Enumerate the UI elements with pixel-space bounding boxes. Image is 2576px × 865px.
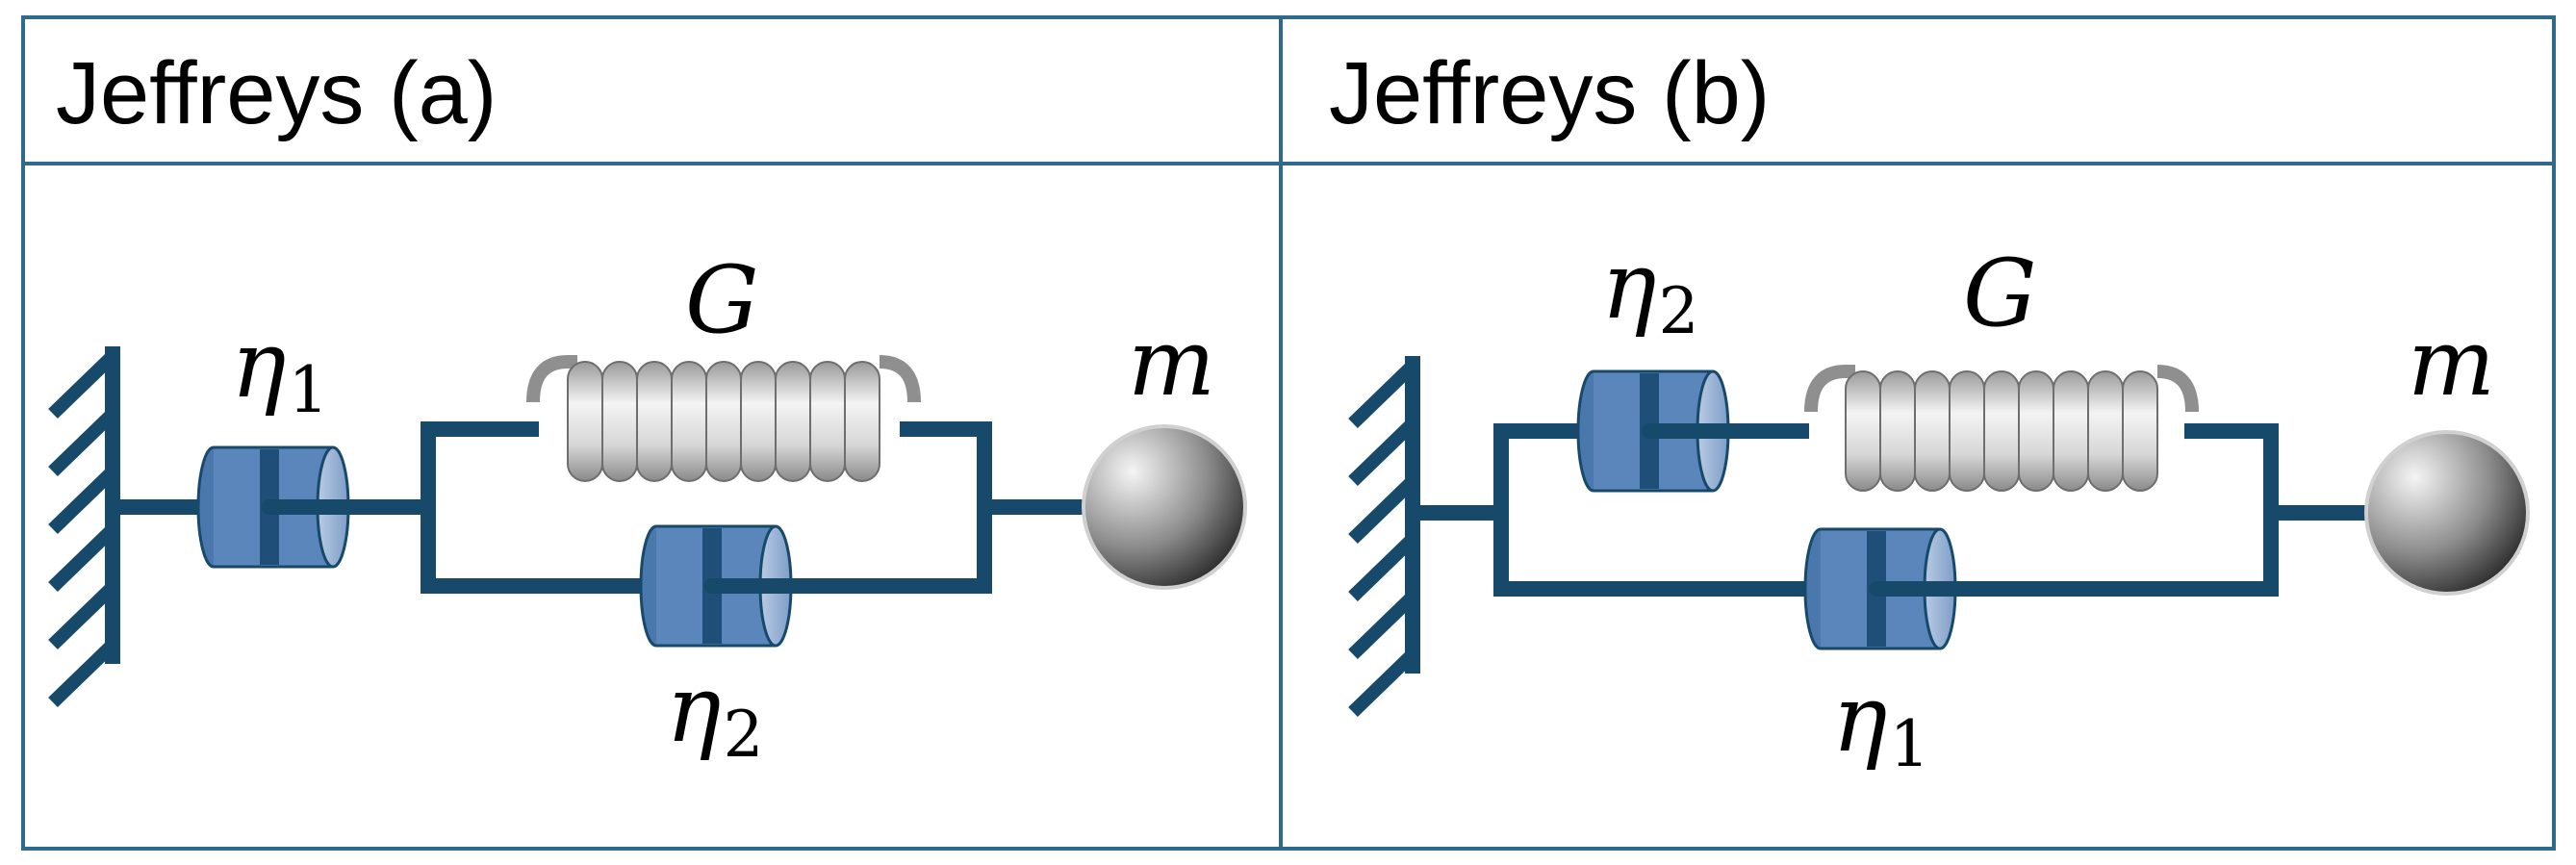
panel-a-label-eta1: η1	[231, 311, 329, 427]
panel-a-label-m: m	[1128, 309, 1215, 417]
panel-b: Jeffreys (b) G m η2 η1	[1329, 44, 2530, 781]
panel-b-damper-eta1	[1803, 527, 1975, 650]
panel-b-label-g: G	[1963, 240, 2037, 347]
panel-a-mass	[1082, 424, 1247, 590]
panel-a-wall	[53, 346, 120, 702]
panel-a-title: Jeffreys (a)	[56, 44, 497, 142]
panel-a-label-g: G	[685, 246, 759, 354]
panel-a: Jeffreys (a) G m η1 η2	[53, 44, 1247, 772]
panel-b-damper-eta2	[1576, 369, 1747, 493]
panel-b-label-m: m	[2408, 309, 2495, 417]
figure-frame	[21, 15, 2556, 851]
panel-b-title: Jeffreys (b)	[1329, 44, 1770, 142]
panel-a-damper-eta2	[639, 524, 810, 648]
panel-b-spring-g	[1811, 371, 2192, 491]
panel-a-label-eta2: η2	[666, 655, 764, 772]
panel-b-wall	[1353, 356, 1420, 712]
panel-b-label-eta2: η2	[1601, 232, 1699, 348]
panel-a-damper-eta1	[196, 445, 368, 569]
panel-a-spring-g	[533, 362, 914, 481]
panel-b-mass	[2364, 430, 2530, 596]
panel-b-rods	[1420, 423, 2367, 597]
panel-b-label-eta1: η1	[1832, 665, 1930, 781]
